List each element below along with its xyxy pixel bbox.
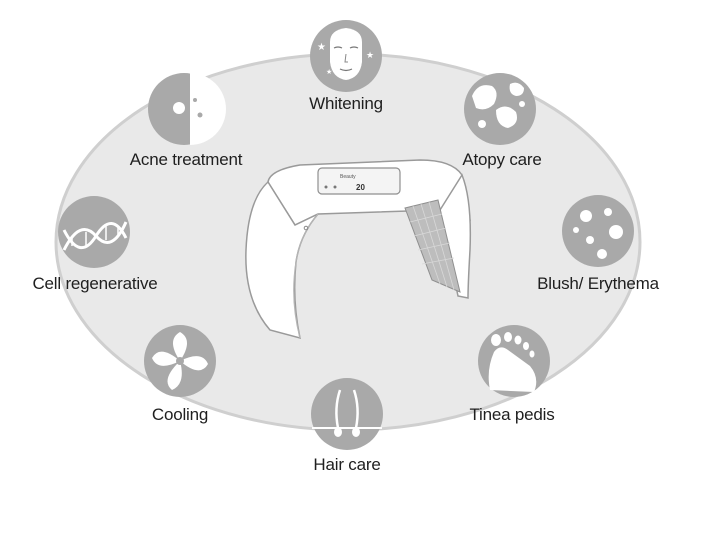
spots-icon: [562, 195, 634, 267]
label-cell-regenerative: Cell regenerative: [32, 274, 158, 293]
foot-icon: [478, 325, 550, 397]
svg-text:★: ★: [317, 42, 326, 53]
label-whitening: Whitening: [309, 94, 383, 113]
fan-icon: [144, 325, 216, 397]
svg-text:★: ★: [326, 68, 332, 76]
label-hair-care: Hair care: [313, 455, 381, 474]
label-cooling: Cooling: [151, 405, 209, 424]
led-mask-device: Beauty 20: [245, 159, 472, 340]
acne-icon: [148, 73, 226, 145]
device-display-value: 20: [356, 183, 365, 192]
skin-patches-icon: [464, 73, 536, 145]
label-blush-erythema: Blush/ Erythema: [537, 274, 659, 293]
label-acne-treatment: Acne treatment: [129, 150, 243, 169]
device-brand: Beauty: [340, 174, 356, 180]
face-icon: ★ ★ ★: [310, 20, 382, 92]
dna-icon: [58, 196, 130, 268]
label-atopy-care: Atopy care: [462, 150, 542, 169]
label-tinea-pedis: Tinea pedis: [469, 405, 555, 424]
hair-follicle-icon: [311, 378, 383, 450]
control-display: [317, 167, 401, 195]
svg-text:★: ★: [366, 50, 374, 60]
